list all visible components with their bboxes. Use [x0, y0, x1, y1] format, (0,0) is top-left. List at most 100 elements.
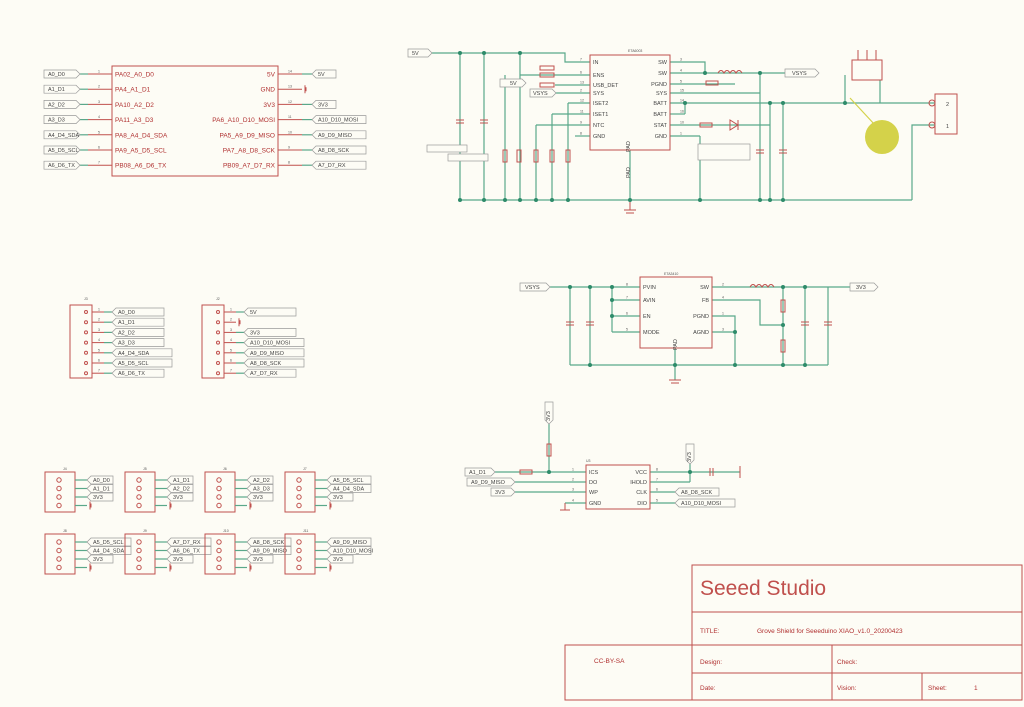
header-1-ref: J3 [84, 297, 88, 301]
charger-pin-name: ISET2 [593, 101, 608, 107]
grove-ref: J7 [303, 467, 307, 471]
buck-pin-name: AVIN [643, 298, 655, 304]
grove-pin [56, 556, 62, 562]
charger-pin-name: STAT [654, 123, 668, 129]
note-box [447, 153, 489, 162]
xiao-pin-name: PB08_A6_D6_TX [115, 163, 167, 170]
charger-in-wire [430, 52, 590, 63]
charger-ldo-label: PAD [626, 167, 632, 178]
header-pin [84, 330, 88, 335]
flash-pin-name: WP [589, 490, 598, 496]
grove-ref: J4 [63, 467, 67, 471]
grove-net-tag: A10_D10_MOSI [326, 546, 374, 555]
header-pin-number: 4 [98, 338, 100, 342]
grove-pin [216, 564, 222, 571]
grove-ground-symbol [169, 563, 172, 572]
xiao-net-tag-text: A6_D6_TX [48, 163, 75, 169]
xiao-net-tag: A2_D2 [43, 100, 81, 109]
company-name: Seeed Studio [700, 577, 826, 600]
charger-pin-name: BATT [653, 101, 667, 107]
resistor [780, 299, 786, 313]
xiao-pin-name: PA11_A3_D3 [115, 117, 154, 124]
header-net-tag: A8_D8_SCK [243, 358, 305, 368]
sheet-label: Sheet: [928, 685, 947, 692]
battery-pin-1: 1 [946, 124, 949, 130]
header-pin-number: 6 [230, 359, 232, 363]
grove-pin [216, 494, 222, 500]
buck-pin-name: MODE [643, 330, 660, 336]
flash-pin-number: 4 [572, 499, 574, 503]
flash-pin-name: DIO [637, 501, 648, 507]
highlight-pointer [849, 97, 876, 126]
xiao-pin-name: PA02_A0_D0 [115, 72, 154, 79]
xiao-net-tag-text: A2_D2 [48, 102, 65, 108]
charger-pin-number: 6 [580, 71, 582, 75]
grove-pin [136, 556, 142, 562]
resistor [565, 149, 571, 163]
flash-net-tag-text: A1_D1 [469, 470, 486, 476]
charger-pin-number: 13 [580, 81, 584, 85]
grove-ref: J8 [63, 529, 67, 533]
xiao-ground-symbol [304, 85, 307, 94]
grove-net-tag-text: 3V3 [173, 495, 183, 501]
flash-ic [585, 464, 651, 510]
charger-pin-name: SW [658, 60, 668, 66]
grove-pin [216, 502, 222, 509]
xiao-net-tag-text: A0_D0 [48, 72, 65, 78]
header-pin [216, 350, 220, 355]
header-pin-number: 4 [230, 338, 232, 342]
header-pin-number: 3 [98, 328, 100, 332]
grove-body [44, 533, 76, 575]
grove-pin [136, 539, 142, 545]
grove-net-tag-text: 3V3 [333, 495, 343, 501]
grove-net-tag: 3V3 [166, 492, 194, 502]
grove-net-tag-text: A5_D5_SCL [333, 478, 364, 484]
charger-pin-number: 1 [680, 132, 682, 136]
charger-pin-number: 10 [680, 121, 684, 125]
grove-pin [296, 556, 302, 562]
charger-pin-number: 4 [680, 69, 682, 73]
header-1-body [69, 304, 93, 379]
grove-net-tag-text: A4_D4_SDA [333, 487, 365, 493]
charger-pin-name: SYS [593, 91, 604, 97]
xiao-pin-name: PA7_A8_D8_SCK [223, 148, 276, 155]
grove-body [124, 471, 156, 513]
buck-pin-number: 6 [626, 312, 628, 316]
buck-pin-name: EN [643, 314, 651, 320]
grove-body [204, 533, 236, 575]
xiao-net-tag: A9_D9_MISO [311, 130, 367, 140]
grove-pin [56, 485, 62, 492]
header-net-tag: 3V3 [243, 328, 297, 337]
charger-pin-number: 14 [680, 99, 684, 103]
resistor [502, 149, 508, 163]
charger-ic-ref: ETA6003 [628, 49, 642, 53]
battery-pin-2: 2 [946, 102, 949, 108]
xiao-net-tag: A10_D10_MOSI [311, 115, 367, 124]
grove-pin [296, 485, 302, 492]
resistor [539, 72, 555, 78]
xiao-pin-name: PB09_A7_D7_RX [223, 163, 276, 170]
grove-pin [136, 547, 142, 554]
flash-net-tag: A9_D9_MISO [466, 477, 516, 487]
grove-net-tag: A3_D3 [246, 484, 274, 493]
buck-pin-name: PVIN [643, 285, 656, 291]
grove-net-tag: 3V3 [326, 554, 354, 564]
grove-ground-symbol [249, 501, 252, 510]
resistor [546, 443, 552, 457]
header-net-tag: A3_D3 [111, 338, 165, 347]
header-net-tag-text: 5V [250, 310, 257, 316]
grove-net-tag: A9_D9_MISO [326, 537, 372, 547]
capacitor [824, 321, 832, 326]
resistor [539, 82, 555, 88]
grove-pin [136, 494, 142, 500]
flash-net-tag-text: A8_D8_SCK [681, 490, 713, 496]
flash-pin-number: 8 [656, 468, 658, 472]
grove-net-tag: A5_D5_SCL [86, 537, 132, 547]
battery-pad [928, 121, 936, 129]
header-2-body [201, 304, 225, 379]
xiao-pin-number: 4 [98, 115, 100, 119]
buck-ic [639, 276, 713, 349]
flash-pin-number: 6 [656, 488, 658, 492]
